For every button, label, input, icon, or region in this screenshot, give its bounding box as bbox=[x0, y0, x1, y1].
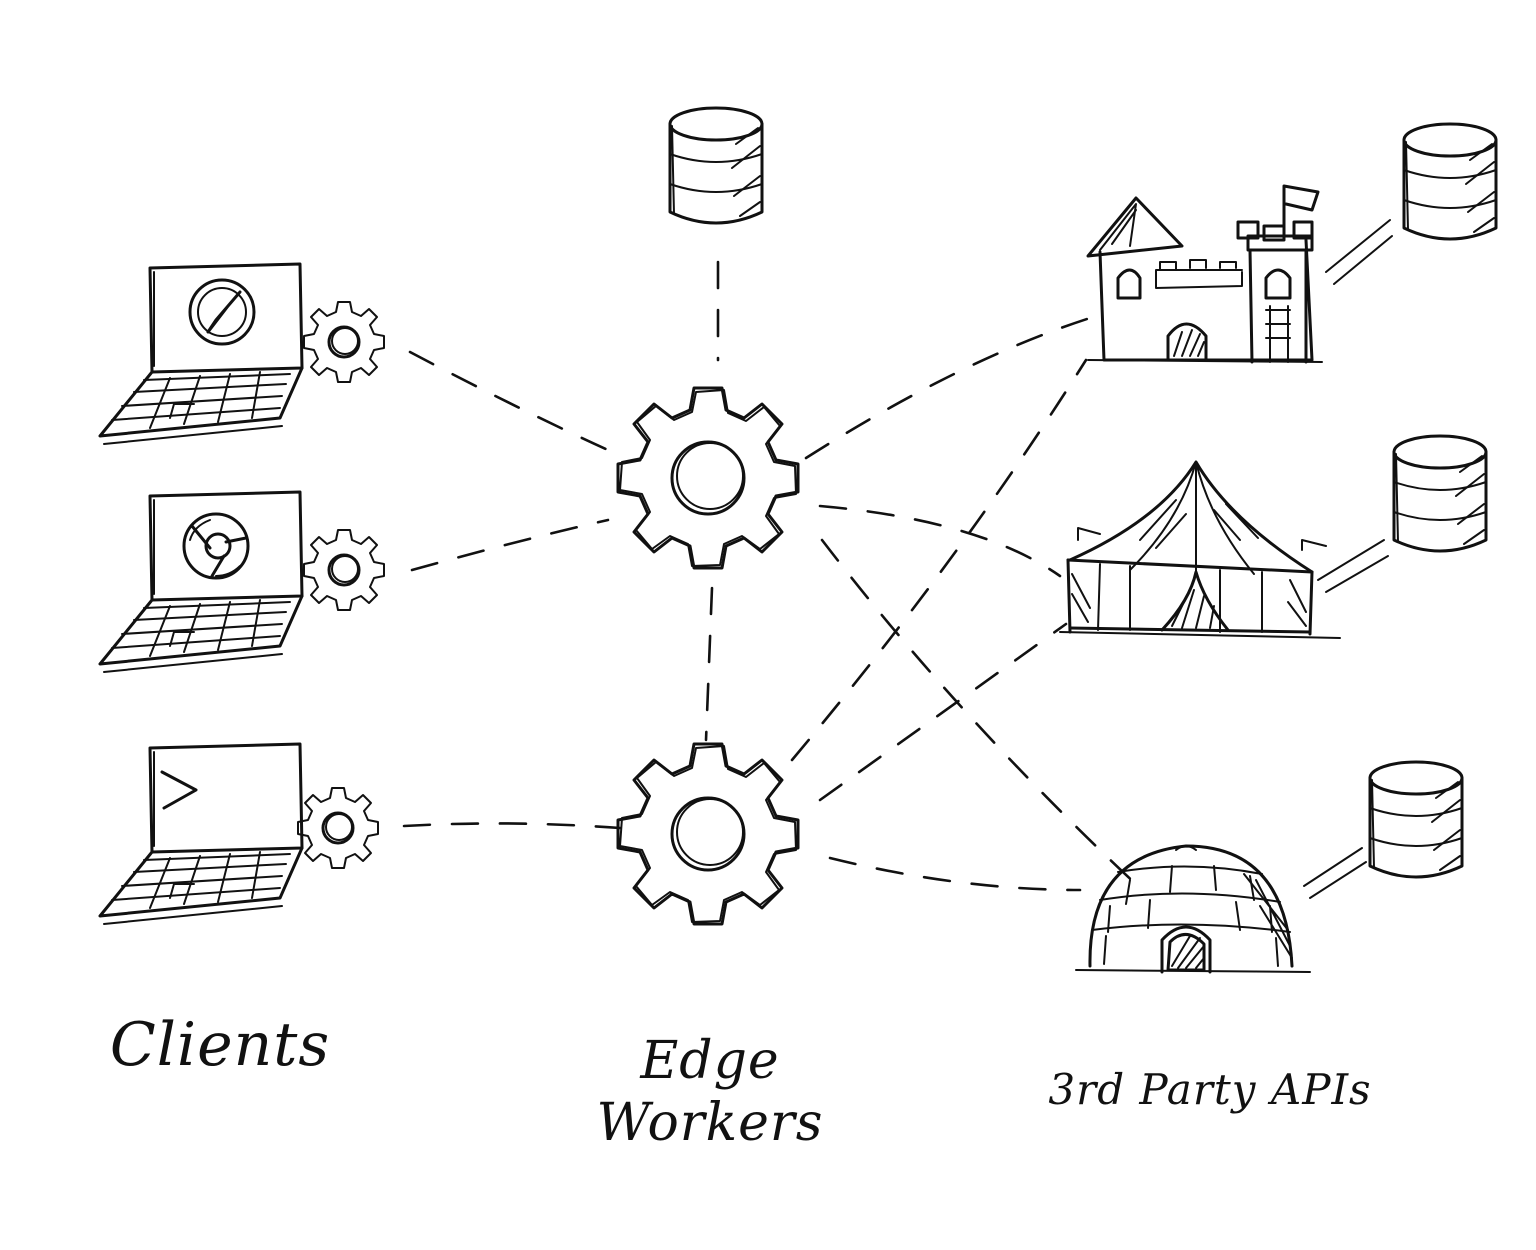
link-edge2-igloo bbox=[828, 856, 1082, 892]
igloo-api bbox=[1075, 844, 1311, 974]
edge-worker-1 bbox=[616, 386, 800, 570]
tent-database bbox=[1392, 434, 1488, 553]
link-castle-db bbox=[1325, 219, 1393, 285]
castle-database bbox=[1402, 122, 1498, 241]
link-edge1-edge2 bbox=[704, 586, 714, 742]
chrome-icon bbox=[182, 512, 250, 580]
client-browser-chrome bbox=[98, 490, 304, 674]
compass-icon bbox=[188, 278, 256, 346]
link-client2-edge1 bbox=[410, 518, 610, 572]
connections bbox=[402, 219, 1393, 899]
link-tent-db bbox=[1317, 539, 1389, 593]
circus-tent-api bbox=[1059, 460, 1341, 639]
link-edge1-tent bbox=[818, 504, 1062, 578]
link-edge1-castle bbox=[804, 316, 1092, 460]
third-party-apis-label: 3rd Party APIs bbox=[1048, 1065, 1372, 1114]
link-edge2-tent bbox=[818, 622, 1068, 802]
clients-label: Clients bbox=[109, 1010, 331, 1080]
link-client1-edge1 bbox=[408, 350, 610, 452]
client-browser-compass bbox=[98, 262, 304, 446]
castle-api bbox=[1086, 184, 1323, 364]
client-gear-2 bbox=[302, 528, 386, 612]
link-edge2-castle bbox=[790, 358, 1088, 762]
terminal-prompt-icon bbox=[160, 770, 198, 810]
edge-workers-label-line1: Edge bbox=[640, 1031, 780, 1091]
link-edge1-igloo bbox=[820, 538, 1142, 890]
link-igloo-db bbox=[1303, 847, 1367, 899]
client-gear-3 bbox=[296, 786, 380, 870]
client-terminal bbox=[98, 742, 304, 926]
igloo-database bbox=[1368, 760, 1464, 879]
client-gear-1 bbox=[302, 300, 386, 384]
link-client3-edge2 bbox=[402, 822, 622, 830]
edge-database bbox=[668, 106, 764, 225]
edge-worker-2 bbox=[616, 742, 800, 926]
edge-workers-label-line2: Workers bbox=[596, 1093, 824, 1153]
edge-workers-label: Edge Workers bbox=[560, 1030, 860, 1154]
